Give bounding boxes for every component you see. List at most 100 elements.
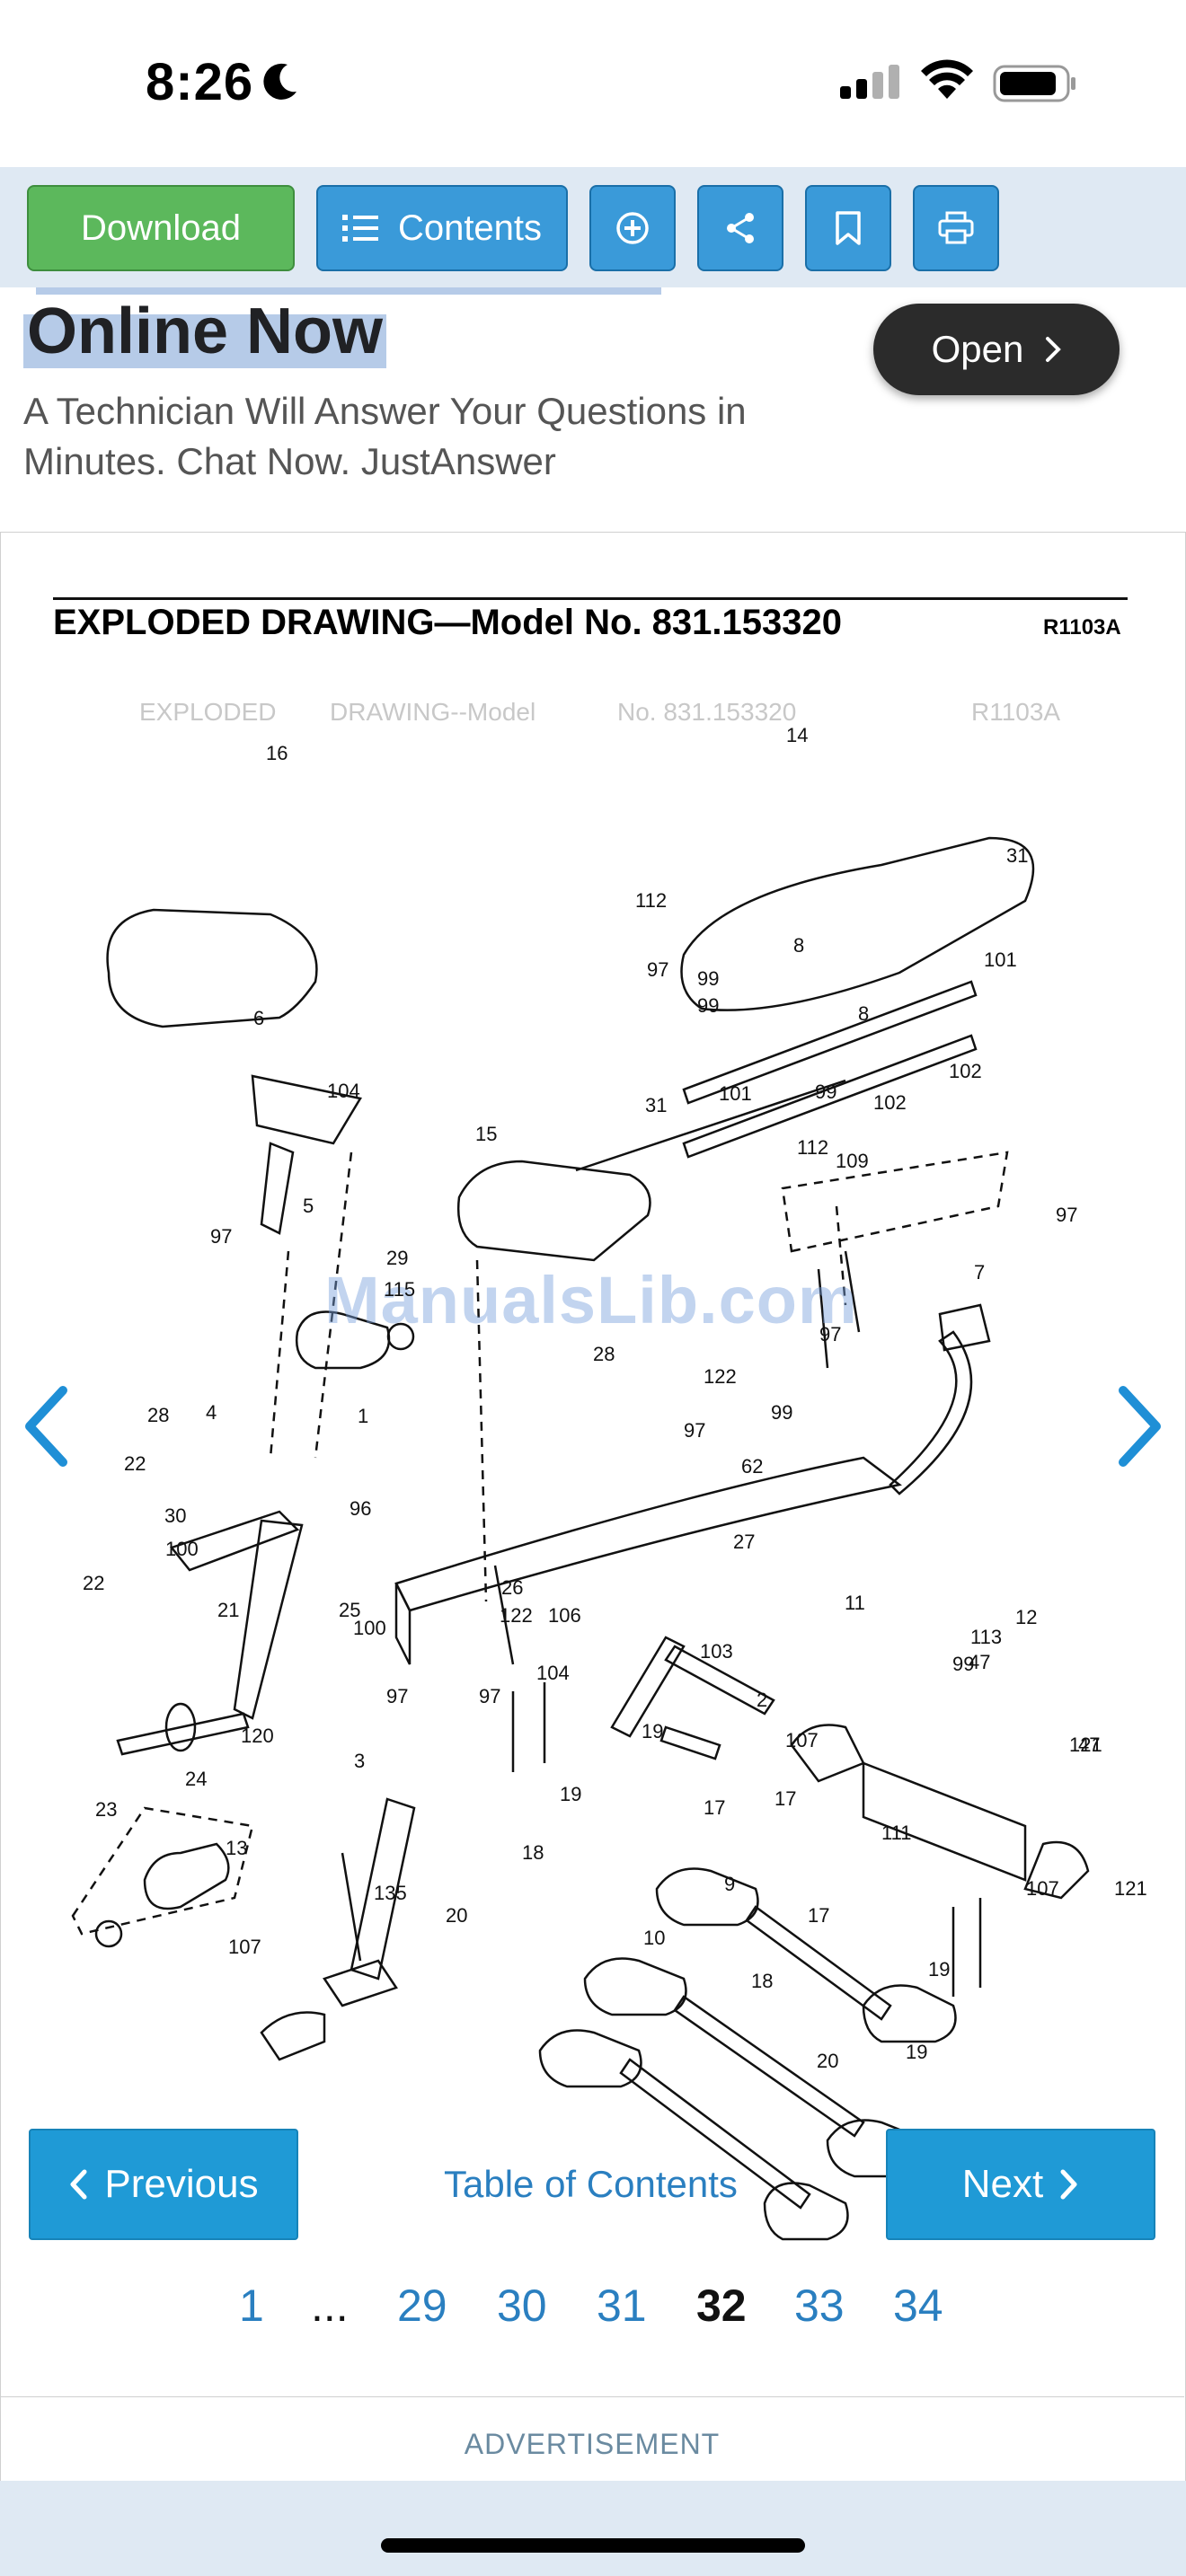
signal-icon	[840, 65, 899, 99]
part-number-label: 5	[303, 1195, 314, 1217]
part-number-label: 1	[358, 1405, 369, 1427]
chevron-right-icon	[1046, 337, 1062, 362]
part-number-label: 107	[785, 1729, 819, 1751]
part-number-label: 25	[339, 1599, 361, 1621]
part-number-label: 97	[479, 1685, 501, 1707]
share-button[interactable]	[697, 185, 783, 271]
previous-button[interactable]: Previous	[29, 2129, 298, 2240]
viewer-toolbar: Download Contents	[0, 167, 1186, 287]
part-number-label: 17	[704, 1796, 726, 1819]
contents-button[interactable]: Contents	[316, 185, 568, 271]
part-number-label: 8	[858, 1002, 870, 1025]
part-number-label: 100	[353, 1617, 386, 1639]
table-of-contents-link[interactable]: Table of Contents	[444, 2163, 738, 2205]
ghost-text: R1103A	[971, 698, 1061, 726]
part-number-label: 107	[1026, 1877, 1059, 1900]
part-number-label: 6	[253, 1007, 265, 1029]
chevron-left-icon[interactable]	[13, 1377, 76, 1476]
part-number-label: 103	[700, 1640, 733, 1663]
ad-description: A Technician Will Answer Your Questions …	[23, 390, 747, 482]
part-number-label: 24	[185, 1768, 208, 1790]
chevron-right-icon[interactable]	[1110, 1377, 1173, 1476]
part-number-label: 28	[147, 1404, 170, 1426]
document-title: EXPLODED DRAWING—Model No. 831.153320	[53, 603, 843, 642]
part-number-label: 106	[548, 1604, 581, 1627]
part-number-label: 7	[974, 1261, 986, 1284]
part-number-label: 104	[536, 1662, 570, 1684]
bookmark-button[interactable]	[805, 185, 891, 271]
page-link[interactable]: 29	[397, 2280, 447, 2331]
page-link[interactable]: 34	[893, 2280, 943, 2331]
bookmark-icon	[836, 211, 861, 245]
download-label: Download	[81, 207, 241, 248]
part-number-label: 102	[949, 1060, 982, 1082]
chevron-right-icon	[1060, 2169, 1077, 2200]
zoom-icon	[616, 212, 649, 244]
part-number-label: 2	[757, 1689, 768, 1711]
part-number-label: 31	[645, 1094, 668, 1116]
ad-banner[interactable]: Online Now A Technician Will Answer Your…	[0, 287, 1186, 530]
part-number-label: 111	[881, 1822, 912, 1844]
part-number-label: 121	[1069, 1734, 1102, 1756]
ad-open-label: Open	[931, 328, 1024, 370]
previous-label: Previous	[104, 2162, 259, 2206]
download-button[interactable]: Download	[27, 185, 295, 271]
advertisement-label: ADVERTISEMENT	[464, 2428, 721, 2460]
next-button[interactable]: Next	[886, 2129, 1155, 2240]
part-number-label: 30	[164, 1504, 187, 1527]
part-number-label: 10	[643, 1927, 666, 1949]
part-number-label: 17	[808, 1904, 830, 1927]
page-link[interactable]: 1	[239, 2280, 264, 2331]
status-time: 8:26	[146, 53, 254, 111]
part-number-label: 26	[501, 1576, 524, 1599]
part-number-label: 31	[1006, 844, 1029, 867]
part-number-label: 122	[704, 1365, 737, 1388]
moon-icon	[263, 63, 296, 100]
battery-icon	[993, 65, 1075, 102]
part-number-label: 62	[741, 1455, 764, 1478]
part-number-label: 109	[836, 1150, 869, 1172]
part-number-label: 113	[970, 1626, 1003, 1648]
part-number-label: 102	[873, 1091, 907, 1114]
part-number-label: 12	[1015, 1606, 1038, 1628]
part-number-label: 104	[327, 1080, 360, 1102]
page-number-list: 1 ... 29 30 31 32 33 34	[0, 2280, 1186, 2342]
part-number-label: 19	[642, 1720, 664, 1742]
ad-headline[interactable]: Online Now	[23, 295, 386, 368]
part-number-label: 101	[719, 1082, 752, 1105]
part-number-label: 99	[697, 994, 720, 1017]
exploded-drawing	[71, 836, 1090, 2241]
page-link[interactable]: 30	[497, 2280, 547, 2331]
chevron-left-icon	[70, 2169, 87, 2200]
part-number-label: 16	[266, 742, 288, 764]
bottom-safe-area	[0, 2481, 1186, 2576]
part-number-label: 29	[386, 1247, 409, 1269]
zoom-button[interactable]	[589, 185, 676, 271]
part-number-label: 47	[1078, 1734, 1101, 1756]
part-number-label: 13	[226, 1837, 248, 1859]
contents-label: Contents	[397, 207, 543, 248]
part-number-label: 22	[124, 1452, 146, 1475]
part-number-label: 28	[593, 1343, 615, 1365]
part-number-label: 112	[635, 889, 668, 912]
part-number-label: 17	[774, 1787, 797, 1810]
part-number-label: 97	[647, 958, 669, 981]
page-link[interactable]: 31	[597, 2280, 647, 2331]
part-number-label: 18	[751, 1970, 774, 1992]
part-number-label: 99	[771, 1401, 793, 1424]
part-number-label: 19	[928, 1958, 951, 1981]
part-number-label: 100	[165, 1538, 199, 1560]
part-number-label: 4	[206, 1401, 217, 1424]
title-rule	[53, 597, 1128, 600]
part-number-label: 97	[386, 1685, 409, 1707]
page-link[interactable]: 33	[794, 2280, 845, 2331]
part-number-label: 9	[724, 1873, 736, 1895]
part-number-label: 14	[786, 724, 809, 746]
print-button[interactable]	[913, 185, 999, 271]
wifi-icon	[921, 59, 973, 99]
advertisement-bar: ADVERTISEMENT	[0, 2396, 1184, 2480]
ad-open-button[interactable]: Open	[873, 304, 1120, 395]
part-number-label: 112	[797, 1136, 829, 1159]
part-number-label: 107	[228, 1936, 261, 1958]
part-number-label: 97	[684, 1419, 706, 1442]
